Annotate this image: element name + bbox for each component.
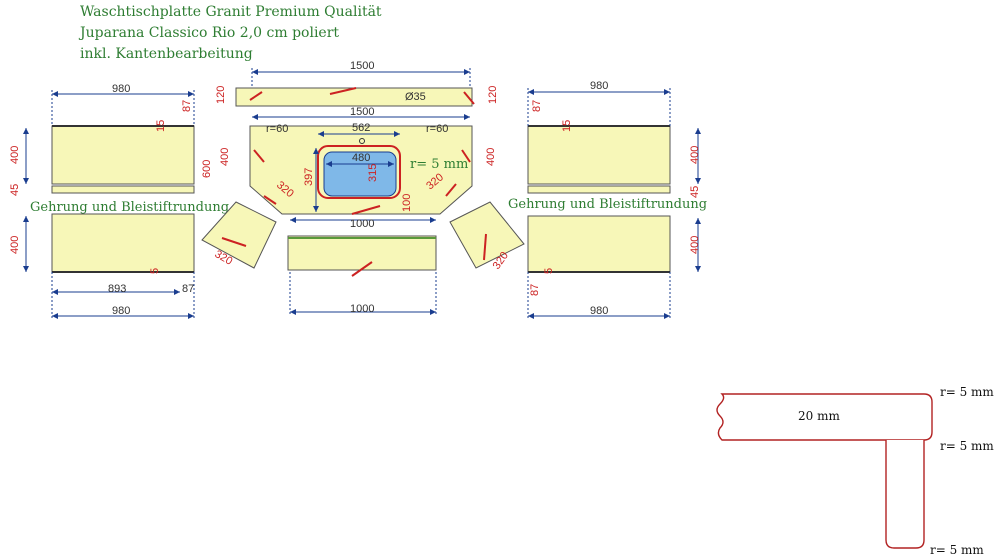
dim-text-480: 480	[352, 152, 370, 164]
dim-text-400-center-right: 400	[485, 148, 497, 166]
title-line-1: Waschtischplatte Granit Premium Qualität	[80, 4, 382, 20]
dim-text-400-left-bottom: 400	[9, 236, 21, 254]
dim-text-87-right-bottom: 87	[529, 284, 541, 296]
dim-text-1500-center: 1500	[350, 106, 374, 118]
gehrung-note-right: Gehrung und Bleistiftrundung	[508, 197, 707, 212]
dim-text-400-center-left: 400	[219, 148, 231, 166]
edge-radius-label-2: r= 5 mm	[940, 439, 994, 453]
dim-text-400-right-bottom: 400	[689, 236, 701, 254]
edge-thickness-label: 20 mm	[798, 409, 840, 423]
left-mitre-strip	[51, 185, 195, 194]
dim-text-hole: Ø35	[405, 91, 426, 103]
dim-text-87-right-top: 87	[531, 100, 543, 112]
edge-radius-label-1: r= 5 mm	[940, 385, 994, 399]
dim-text-87-left-bottom: 87	[182, 283, 194, 295]
dim-text-400-right-top: 400	[689, 146, 701, 164]
dim-text-87-left-top: 87	[181, 100, 193, 112]
dim-text-r60-left: r=60	[266, 123, 288, 135]
dim-text-980-right-top: 980	[590, 80, 608, 92]
dim-text-562: 562	[352, 122, 370, 134]
right-lower-panel	[527, 215, 671, 273]
dim-text-980-right-bottom: 980	[590, 305, 608, 317]
dim-text-1000-top: 1000	[350, 218, 374, 230]
dim-text-5-left: 5	[149, 268, 161, 274]
dim-text-45-left: 45	[9, 184, 21, 196]
dim-text-980-left-top: 980	[112, 83, 130, 95]
dim-text-r60-right: r=60	[426, 123, 448, 135]
right-corner-piece	[449, 201, 525, 269]
gehrung-note-left: Gehrung und Bleistiftrundung	[30, 200, 229, 215]
center-bottom-panel	[287, 235, 437, 277]
title-line-3: inkl. Kantenbearbeitung	[80, 46, 253, 62]
dim-text-15-left: 15	[155, 120, 167, 132]
dim-text-893: 893	[108, 283, 126, 295]
dim-text-397: 397	[303, 168, 315, 186]
top-strip-panel	[235, 87, 475, 107]
left-upper-panel	[51, 125, 195, 185]
dim-text-100: 100	[401, 194, 413, 212]
dim-text-120-left: 120	[215, 86, 227, 104]
right-upper-panel	[527, 125, 671, 185]
dim-text-5-right: 5	[543, 268, 555, 274]
title-line-2: Juparana Classico Rio 2,0 cm poliert	[80, 25, 340, 41]
tap-hole	[359, 138, 365, 144]
dim-text-120-right: 120	[487, 86, 499, 104]
right-mitre-strip	[527, 185, 671, 194]
dim-text-1000-bottom: 1000	[350, 303, 374, 315]
edge-radius-label-3: r= 5 mm	[930, 543, 984, 557]
dim-text-400-left-top: 400	[9, 146, 21, 164]
dim-text-15-right: 15	[561, 120, 573, 132]
dim-text-980-left-bottom: 980	[112, 305, 130, 317]
dim-text-1500-top: 1500	[350, 60, 374, 72]
dim-text-315: 315	[367, 164, 379, 182]
left-corner-piece	[201, 201, 277, 269]
dim-text-600: 600	[201, 160, 213, 178]
edge-profile-detail	[716, 393, 933, 549]
left-lower-panel	[51, 213, 195, 273]
sink-radius-note: r= 5 mm	[410, 157, 468, 172]
dim-text-45-right: 45	[689, 186, 701, 198]
